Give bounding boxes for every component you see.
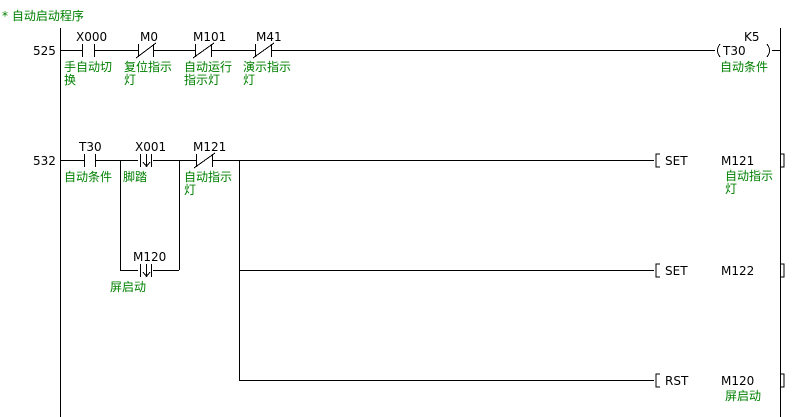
contact-m0-comment: 复位指示灯 <box>124 60 173 87</box>
contact-x000-label[interactable]: X000 <box>76 30 108 44</box>
output-instruction[interactable]: SET <box>665 264 688 278</box>
set-m121-right-bracket <box>780 153 785 168</box>
contact-m101 <box>192 42 215 59</box>
contact-x000 <box>82 44 95 57</box>
contact-m120 <box>140 264 152 278</box>
output-device[interactable]: M122 <box>721 264 755 278</box>
contact-m41-comment: 演示指示灯 <box>243 60 292 87</box>
contact-t30-label[interactable]: T30 <box>79 140 102 154</box>
contact-x001-comment: 脚踏 <box>123 170 148 184</box>
rst-m120-left-bracket <box>655 373 660 388</box>
step-number[interactable]: 525 <box>33 44 56 58</box>
contact-m0 <box>135 42 157 59</box>
output-comment: 自动指示灯 <box>725 169 774 196</box>
set-m122-right-bracket <box>780 263 785 278</box>
coil-t30-comment: 自动条件 <box>720 60 769 74</box>
contact-m0-label[interactable]: M0 <box>140 30 158 44</box>
step-number[interactable]: 532 <box>33 154 56 168</box>
contact-m41-label[interactable]: M41 <box>256 30 282 44</box>
contact-m121-label[interactable]: M121 <box>193 140 227 154</box>
contact-x001-label[interactable]: X001 <box>135 140 167 154</box>
contact-m101-label[interactable]: M101 <box>193 30 227 44</box>
contact-m41 <box>252 42 275 59</box>
output-instruction[interactable]: SET <box>665 154 688 168</box>
set-m121-left-bracket <box>655 153 660 168</box>
program-comment[interactable]: * 自动启动程序 <box>2 9 84 23</box>
coil-t30-constant[interactable]: K5 <box>744 30 760 44</box>
output-device[interactable]: M121 <box>721 154 755 168</box>
contact-m120-label[interactable]: M120 <box>133 250 167 264</box>
contact-t30-comment: 自动条件 <box>64 170 113 184</box>
contact-x001 <box>140 154 152 168</box>
coil-t30-label[interactable]: T30 <box>723 44 746 58</box>
rst-m120-right-bracket <box>780 373 785 388</box>
contact-m120-comment: 屏启动 <box>110 280 147 294</box>
output-device[interactable]: M120 <box>721 374 755 388</box>
coil-t30-left <box>717 43 721 58</box>
contact-m121 <box>193 152 216 169</box>
output-instruction[interactable]: RST <box>665 374 689 388</box>
contact-t30 <box>84 154 96 167</box>
set-m122-left-bracket <box>655 263 660 278</box>
contact-m101-comment: 自动运行指示灯 <box>184 60 233 87</box>
coil-t30-right <box>766 43 770 58</box>
contact-x000-comment: 手自动切换 <box>64 60 113 87</box>
contact-m121-comment: 自动指示灯 <box>184 170 233 197</box>
output-comment: 屏启动 <box>725 389 762 403</box>
